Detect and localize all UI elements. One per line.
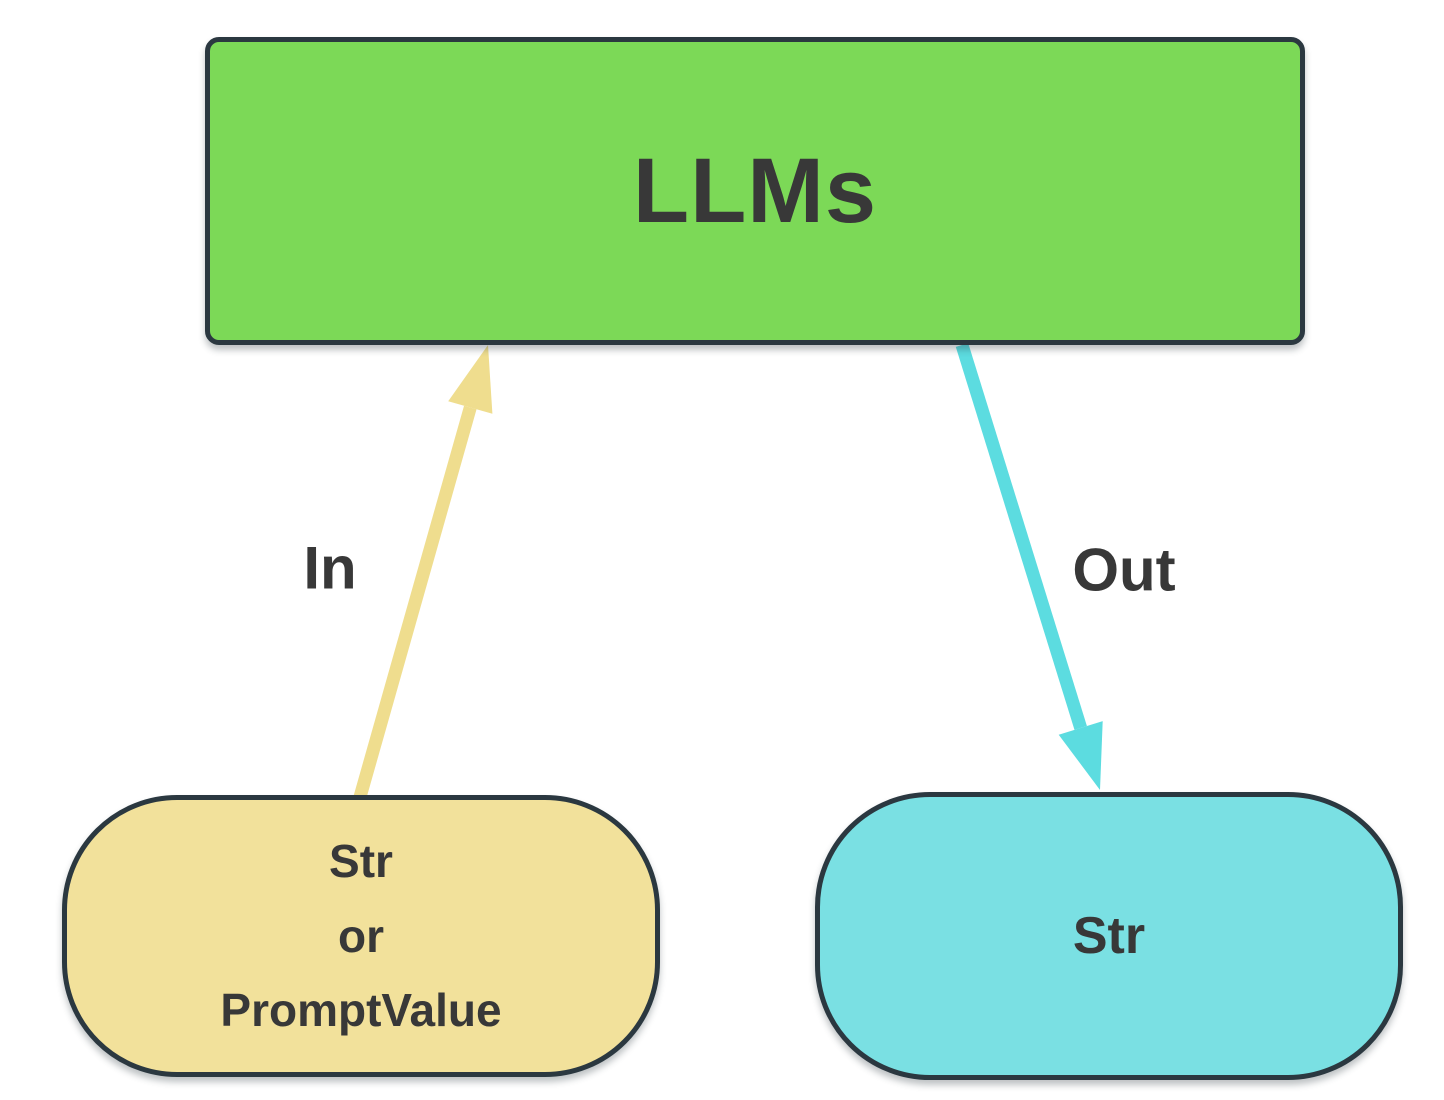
out-edge-label: Out: [1072, 536, 1176, 604]
in-arrow: [353, 345, 493, 799]
llms-node: LLMs: [205, 37, 1305, 345]
llms-node-label: LLMs: [632, 139, 878, 242]
input-node-label: Str or PromptValue: [220, 835, 502, 1037]
output-node-label: Str: [1072, 907, 1146, 965]
in-edge-label: In: [303, 534, 357, 602]
output-node: Str: [815, 792, 1403, 1080]
input-node: Str or PromptValue: [62, 795, 660, 1077]
